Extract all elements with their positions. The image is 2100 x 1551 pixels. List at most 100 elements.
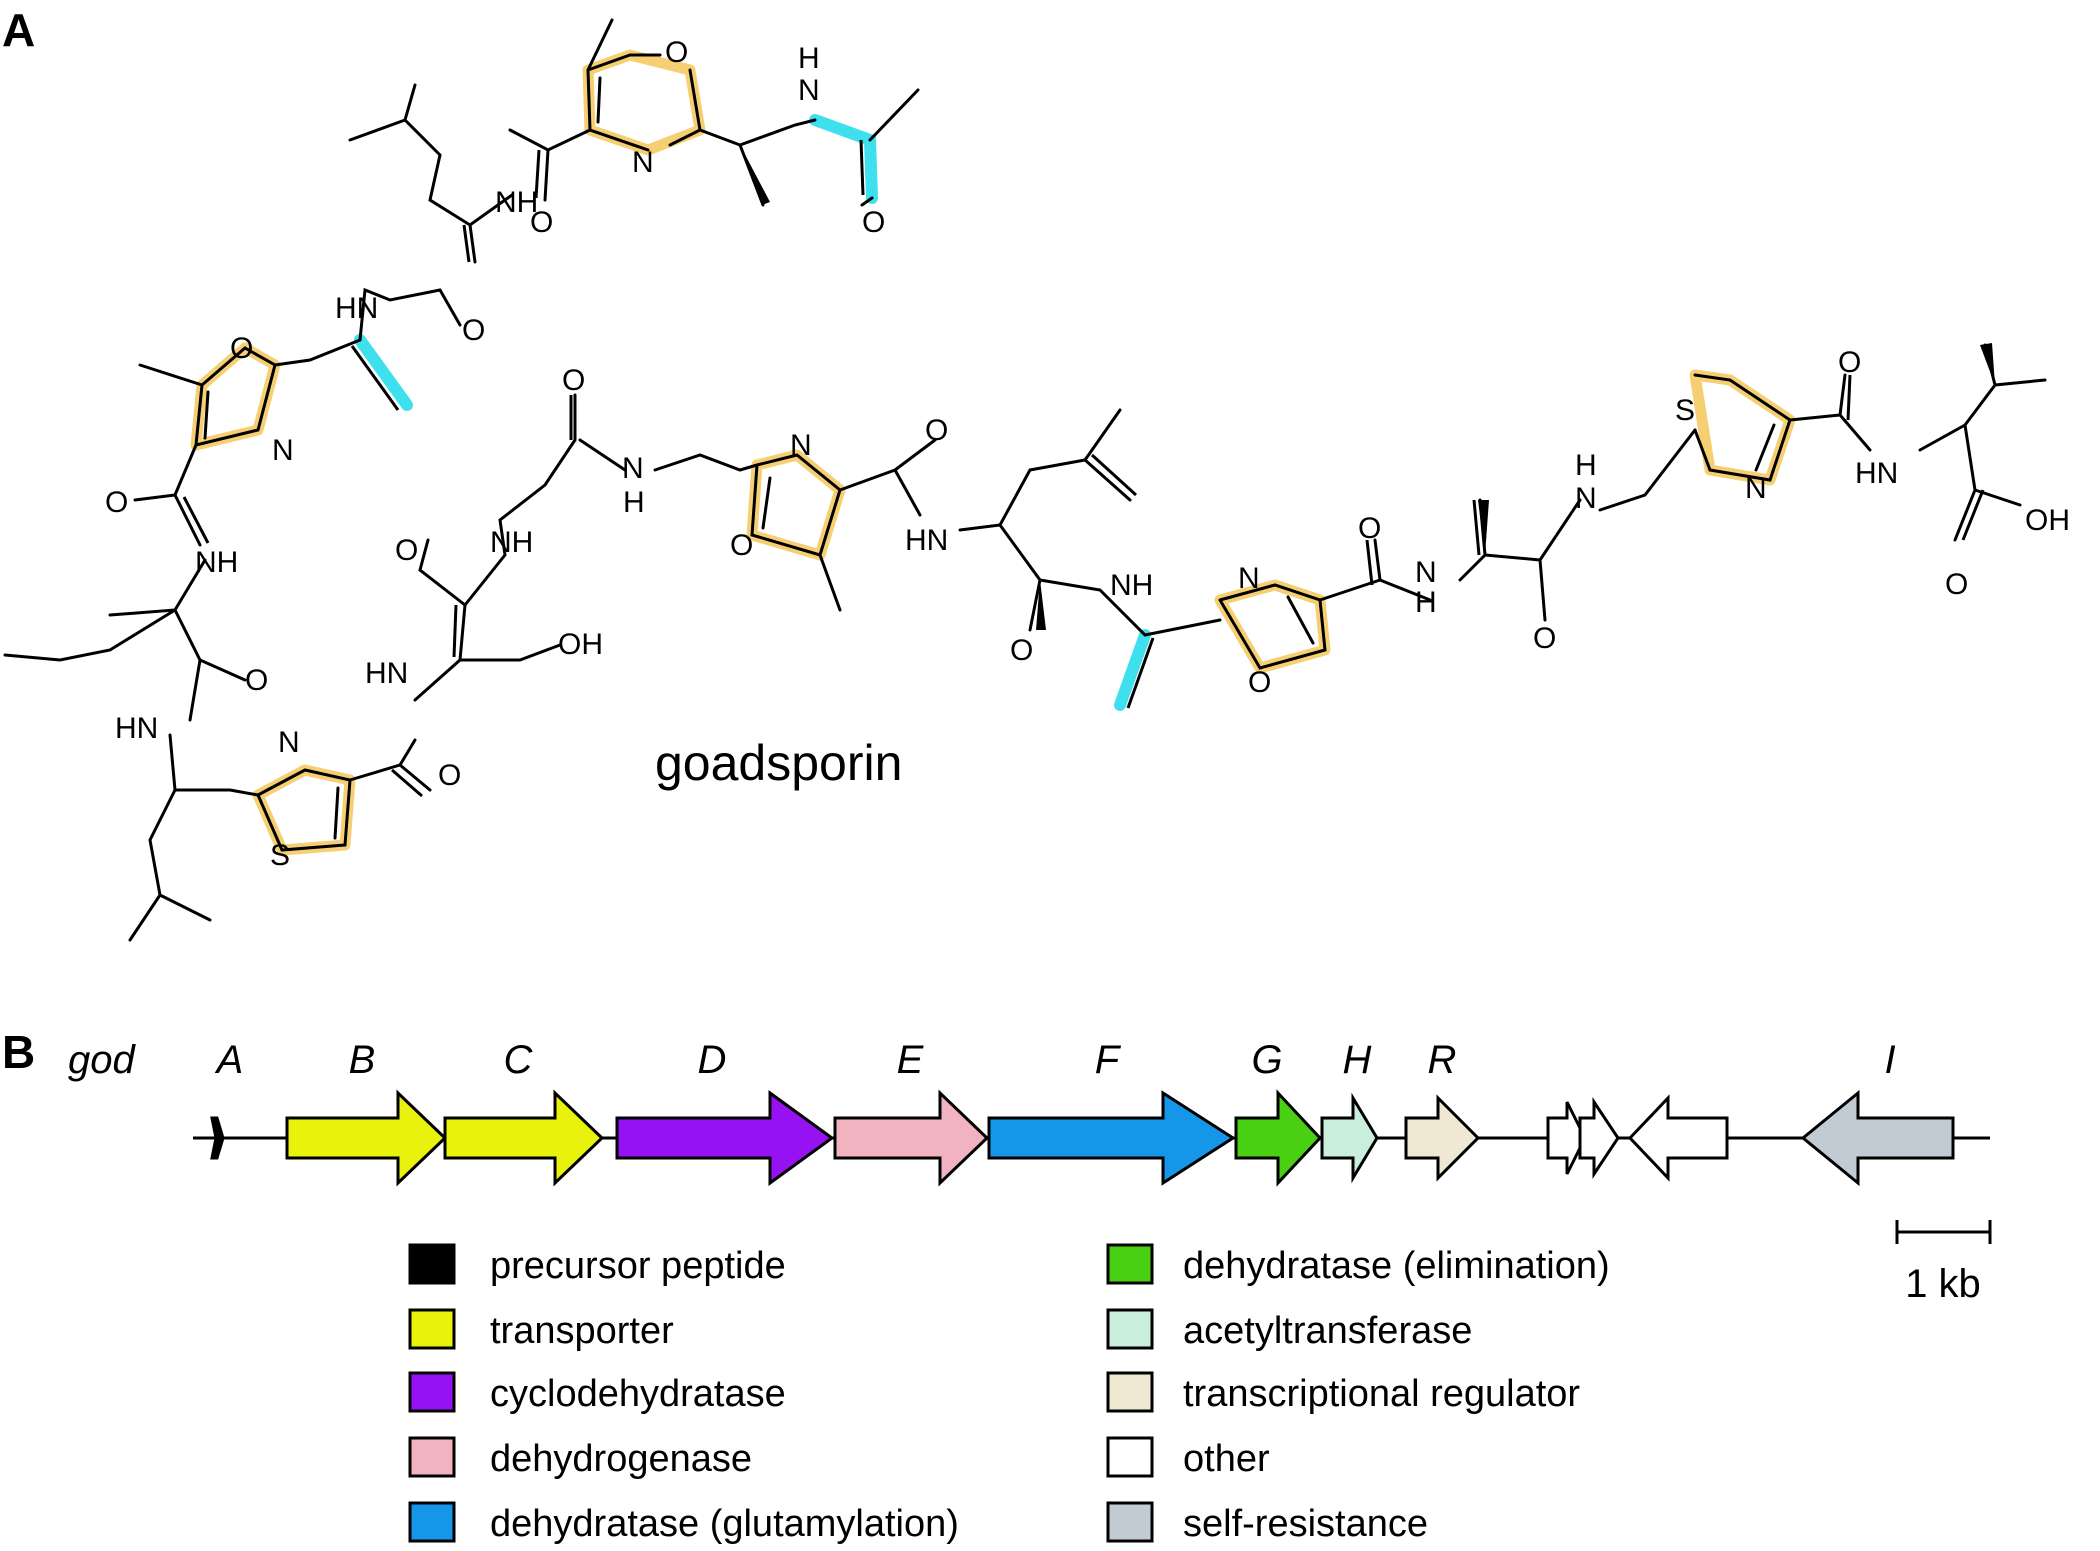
- atom-label: N: [1575, 482, 1597, 515]
- atom-label: N: [278, 726, 300, 759]
- gene-label-d: D: [698, 1038, 727, 1082]
- highlight-dehydro: [354, 114, 1151, 711]
- gene-label-b: B: [349, 1038, 376, 1082]
- atom-label: O: [862, 206, 885, 239]
- atom-label: O: [530, 206, 553, 239]
- legend-swatch-transporter: [408, 1308, 456, 1350]
- legend-label: cyclodehydratase: [490, 1373, 786, 1415]
- molecule-bonds: [3, 18, 2047, 942]
- legend: [408, 1243, 1154, 1543]
- gene-label-f: F: [1095, 1038, 1122, 1082]
- atom-label: N: [622, 452, 644, 485]
- legend-label: precursor peptide: [490, 1245, 786, 1287]
- gene-label-g: G: [1251, 1038, 1282, 1082]
- atom-label: NH: [1110, 569, 1153, 602]
- gene-arrow-i: [1800, 1089, 1955, 1187]
- atom-label: S: [270, 839, 290, 872]
- atom-label: H: [623, 486, 645, 519]
- panel-b-label: B: [2, 1026, 35, 1078]
- cluster-name: god: [68, 1038, 136, 1082]
- atom-label: O: [1838, 346, 1861, 379]
- atom-label: O: [665, 36, 688, 69]
- gene-label-e: E: [897, 1038, 925, 1082]
- legend-label: self-resistance: [1183, 1503, 1428, 1545]
- atom-label: N: [632, 146, 654, 179]
- atom-label: N: [1415, 556, 1437, 589]
- legend-swatch-self-resistance: [1106, 1501, 1154, 1543]
- compound-name: goadsporin: [655, 735, 902, 791]
- gene-arrow-other-2: [1578, 1097, 1620, 1179]
- atom-label: O: [462, 314, 485, 347]
- atom-label: S: [1675, 394, 1695, 427]
- panel-a-label: A: [2, 4, 35, 56]
- gene-label-c: C: [504, 1038, 534, 1082]
- atom-label: N: [1745, 472, 1767, 505]
- atom-label: NH: [495, 186, 538, 219]
- scale-bar: [1895, 1220, 1992, 1244]
- atom-label: O: [230, 332, 253, 365]
- atom-label: NH: [490, 526, 533, 559]
- legend-label: acetyltransferase: [1183, 1310, 1472, 1352]
- gene-arrow-f: [987, 1090, 1236, 1186]
- atom-label: NH: [195, 546, 238, 579]
- gene-arrows: [210, 1089, 1955, 1187]
- atom-label: O: [395, 534, 418, 567]
- atom-label: HN: [1855, 457, 1898, 490]
- legend-swatch-regulator: [1106, 1371, 1154, 1413]
- legend-swatch-cyclodehydratase: [408, 1371, 456, 1413]
- legend-label: transporter: [490, 1310, 674, 1352]
- legend-label: dehydratase (glutamylation): [490, 1503, 959, 1545]
- atom-label: O: [245, 664, 268, 697]
- gene-arrow-a: [210, 1116, 225, 1160]
- molecule-double-bonds: [182, 139, 1985, 798]
- gene-arrow-c: [443, 1089, 605, 1187]
- atom-label: O: [730, 529, 753, 562]
- scale-bar-label: 1 kb: [1905, 1262, 1981, 1306]
- gene-arrow-h: [1320, 1092, 1379, 1184]
- gene-arrow-other-3: [1627, 1094, 1729, 1182]
- atom-label: N: [1238, 562, 1260, 595]
- atom-label: HN: [115, 712, 158, 745]
- stereo-wedges: [740, 145, 1995, 630]
- legend-label: dehydratase (elimination): [1183, 1245, 1610, 1287]
- legend-swatch-glutamylation: [408, 1501, 456, 1543]
- legend-swatch-dehydrogenase: [408, 1436, 456, 1478]
- atom-label: O: [1945, 568, 1968, 601]
- atom-label: O: [105, 486, 128, 519]
- atom-label: H: [1575, 449, 1597, 482]
- atom-label: O: [1248, 666, 1271, 699]
- legend-label: dehydrogenase: [490, 1438, 752, 1480]
- atom-label: N: [798, 74, 820, 107]
- gene-arrow-b: [285, 1089, 448, 1187]
- atom-label: O: [562, 364, 585, 397]
- legend-labels: precursor peptide transporter cyclodehyd…: [490, 1245, 1610, 1545]
- gene-label-i: I: [1884, 1038, 1895, 1082]
- gene-arrow-r: [1404, 1094, 1481, 1182]
- atom-label: N: [790, 429, 812, 462]
- atom-label: OH: [2025, 504, 2070, 537]
- legend-swatch-acetyltransferase: [1106, 1308, 1154, 1350]
- gene-arrow-d: [615, 1090, 835, 1186]
- gene-label-r: R: [1428, 1038, 1457, 1082]
- atom-label: H: [798, 42, 820, 75]
- atom-label: O: [438, 759, 461, 792]
- atom-label: H: [1415, 586, 1437, 619]
- atom-label: O: [1010, 634, 1033, 667]
- gene-arrow-e: [833, 1089, 990, 1187]
- gene-letters: A B C D E F G H R I: [215, 1038, 1896, 1082]
- legend-swatch-precursor: [408, 1243, 456, 1285]
- atom-labels: O N H N O O NH HN O O N O NH O HN N S O …: [105, 36, 2070, 872]
- gene-label-h: H: [1343, 1038, 1372, 1082]
- legend-swatch-elimination: [1106, 1243, 1154, 1285]
- atom-label: O: [925, 414, 948, 447]
- legend-swatch-other: [1106, 1436, 1154, 1478]
- legend-label: transcriptional regulator: [1183, 1373, 1580, 1415]
- gene-label-a: A: [215, 1038, 244, 1082]
- gene-arrow-g: [1234, 1089, 1323, 1187]
- atom-label: OH: [558, 628, 603, 661]
- legend-label: other: [1183, 1438, 1270, 1480]
- atom-label: HN: [335, 292, 378, 325]
- atom-label: O: [1533, 622, 1556, 655]
- atom-label: HN: [365, 657, 408, 690]
